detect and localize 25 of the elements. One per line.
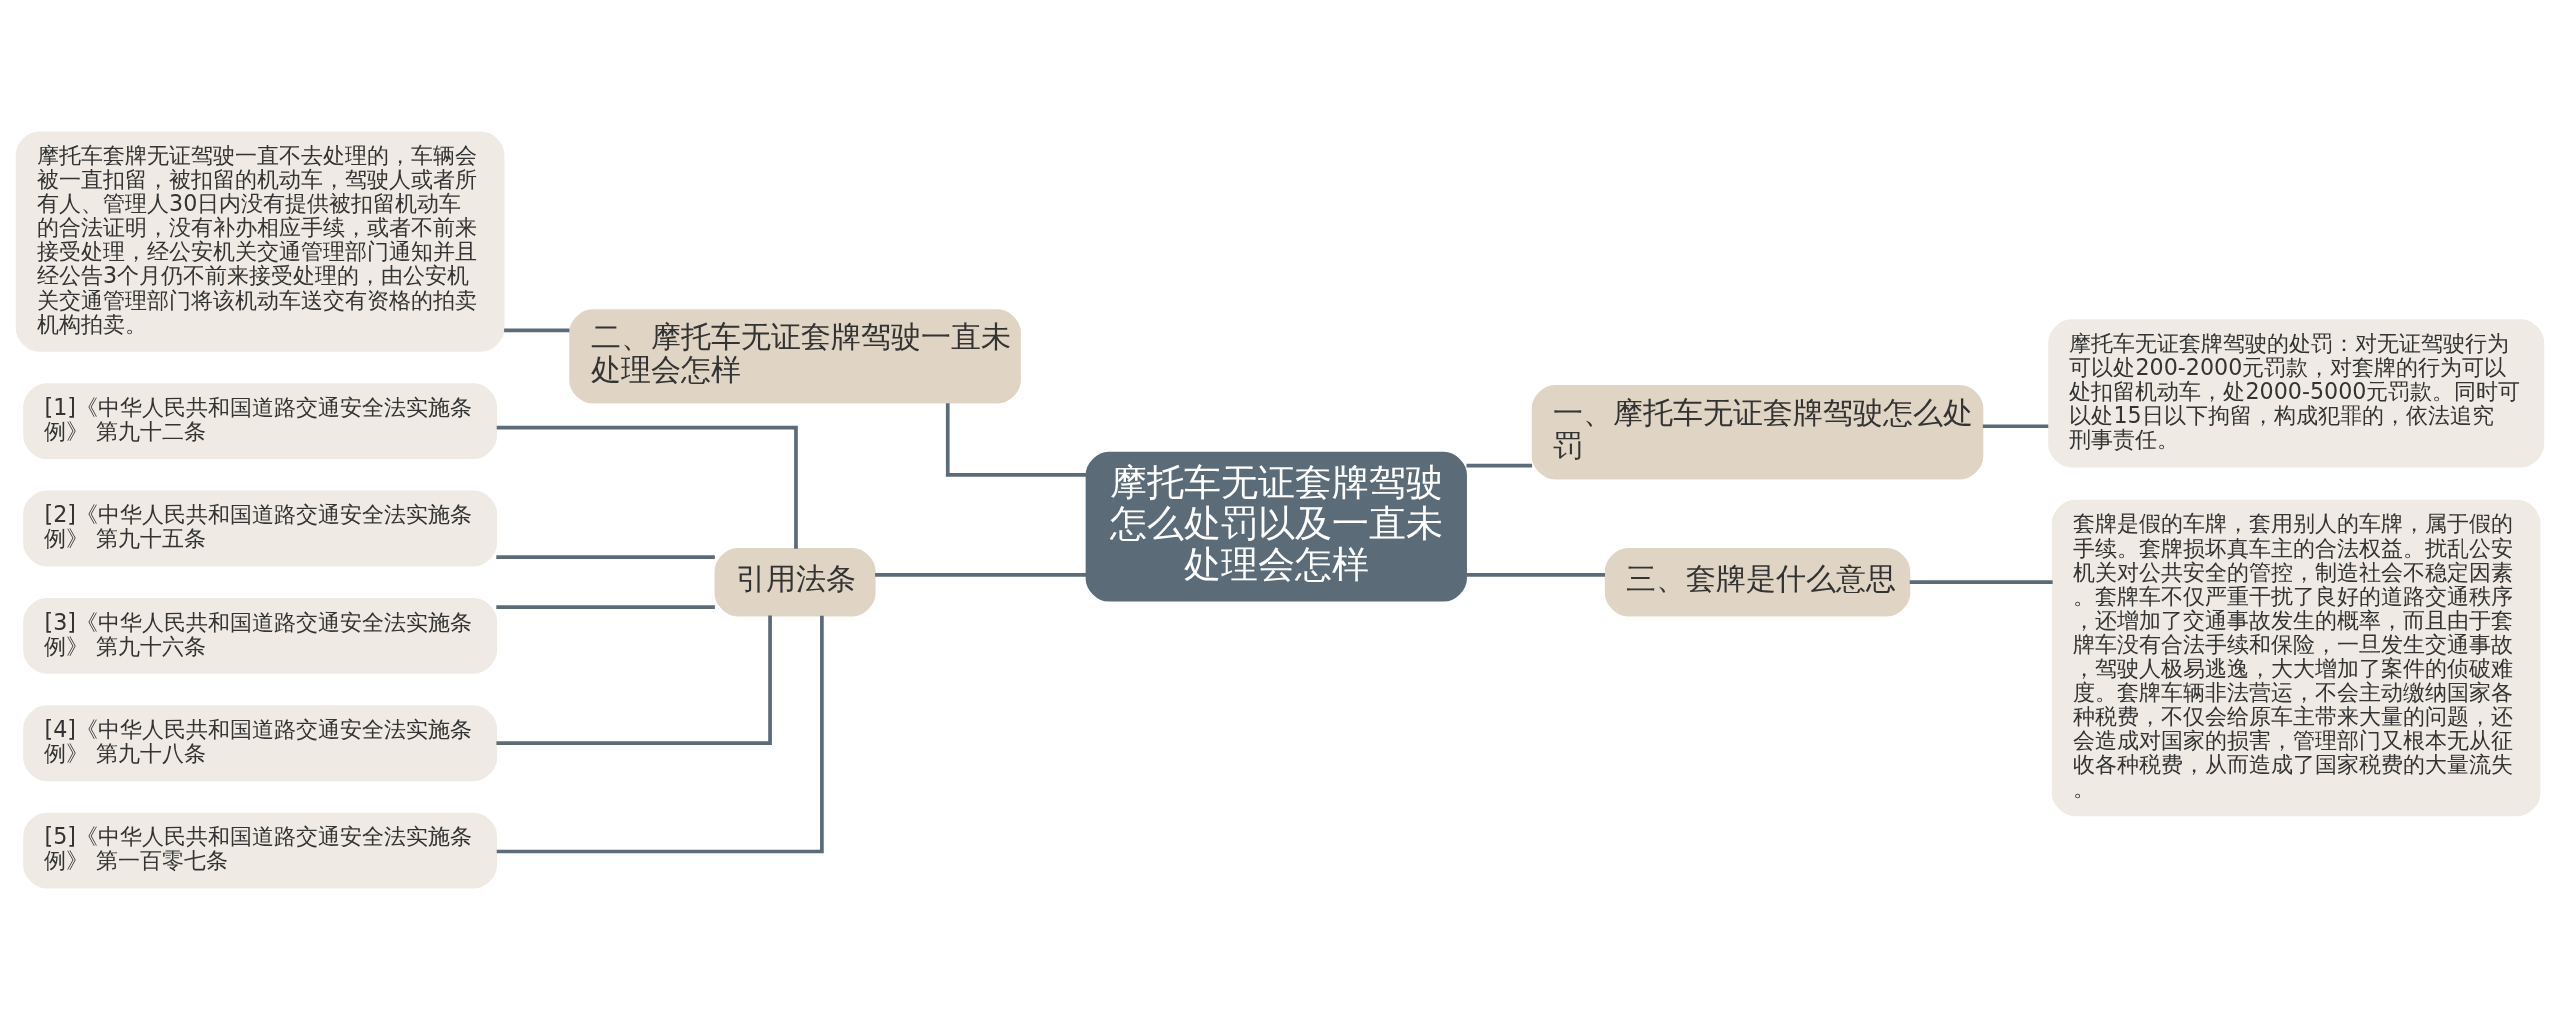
- connector: [496, 615, 824, 854]
- connector: [1466, 572, 1605, 577]
- node-box: [3]《中华人民共和国道路交通安全法实施条例》 第九十六条: [23, 597, 498, 674]
- node-box: 一、摩托车无证套牌驾驶怎么处罚: [1531, 385, 1984, 480]
- node-box: [2]《中华人民共和国道路交通安全法实施条例》 第九十五条: [23, 490, 498, 567]
- connector: [496, 425, 798, 549]
- node-box: [1]《中华人民共和国道路交通安全法实施条例》 第九十二条: [23, 383, 498, 460]
- connector: [945, 403, 1087, 477]
- node-box: 套牌是假的车牌，套用别人的车牌，属于假的手续。套牌损坏真车主的合法权益。扰乱公安机关对公共安全的管控，制造社会不稳定因素。套牌车不仅严重干扰了良好的道路交通秩序，还增加了交通事故发生的概率，而且由于套牌车没有合法手续和保险，一旦发生交通事故，驾驶人极易逃逸，大大增加了案件的侦破难度。套牌车辆非法营运，不会主动缴纳国家各种税费，不仅会给原车主带来大量的问题，还会造成对国家的损害，管理部门又根本无从征收各种税费，从而造成了国家税费的大量流失。: [2051, 499, 2541, 817]
- connector: [875, 572, 1087, 577]
- connector: [496, 605, 715, 610]
- connector: [1909, 580, 2053, 585]
- node-box: [4]《中华人民共和国道路交通安全法实施条例》 第九十八条: [23, 705, 498, 782]
- connector: [1982, 424, 2049, 429]
- connector: [504, 328, 570, 333]
- node-box: 引用法条: [714, 547, 876, 617]
- connector: [496, 615, 772, 746]
- node-box: 摩托车无证套牌驾驶的处罚：对无证驾驶行为可以处200-2000元罚款，对套牌的行为可以处扣留机动车，处2000-5000元罚款。同时可以处15日以下拘留，构成犯罪的，依法追究刑事责任。: [2048, 319, 2545, 468]
- node-box: 摩托车套牌无证驾驶一直不去处理的，车辆会被一直扣留，被扣留的机动车，驾驶人或者所有人、管理人30日内没有提供被扣留机动车的合法证明，没有补办相应手续，或者不前来接受处理，经公安机关交通管理部门通知并且经公告3个月仍不前来接受处理的，由公安机关交通管理部门将该机动车送交有资格的拍卖机构拍卖。: [15, 131, 505, 352]
- node-box: 摩托车无证套牌驾驶怎么处罚以及一直未处理会怎样: [1085, 451, 1467, 602]
- connector: [496, 555, 715, 560]
- node-box: 三、套牌是什么意思: [1604, 547, 1911, 617]
- connector: [1466, 463, 1533, 468]
- node-box: 二、摩托车无证套牌驾驶一直未处理会怎样: [569, 309, 1021, 404]
- node-box: [5]《中华人民共和国道路交通安全法实施条例》 第一百零七条: [23, 812, 498, 889]
